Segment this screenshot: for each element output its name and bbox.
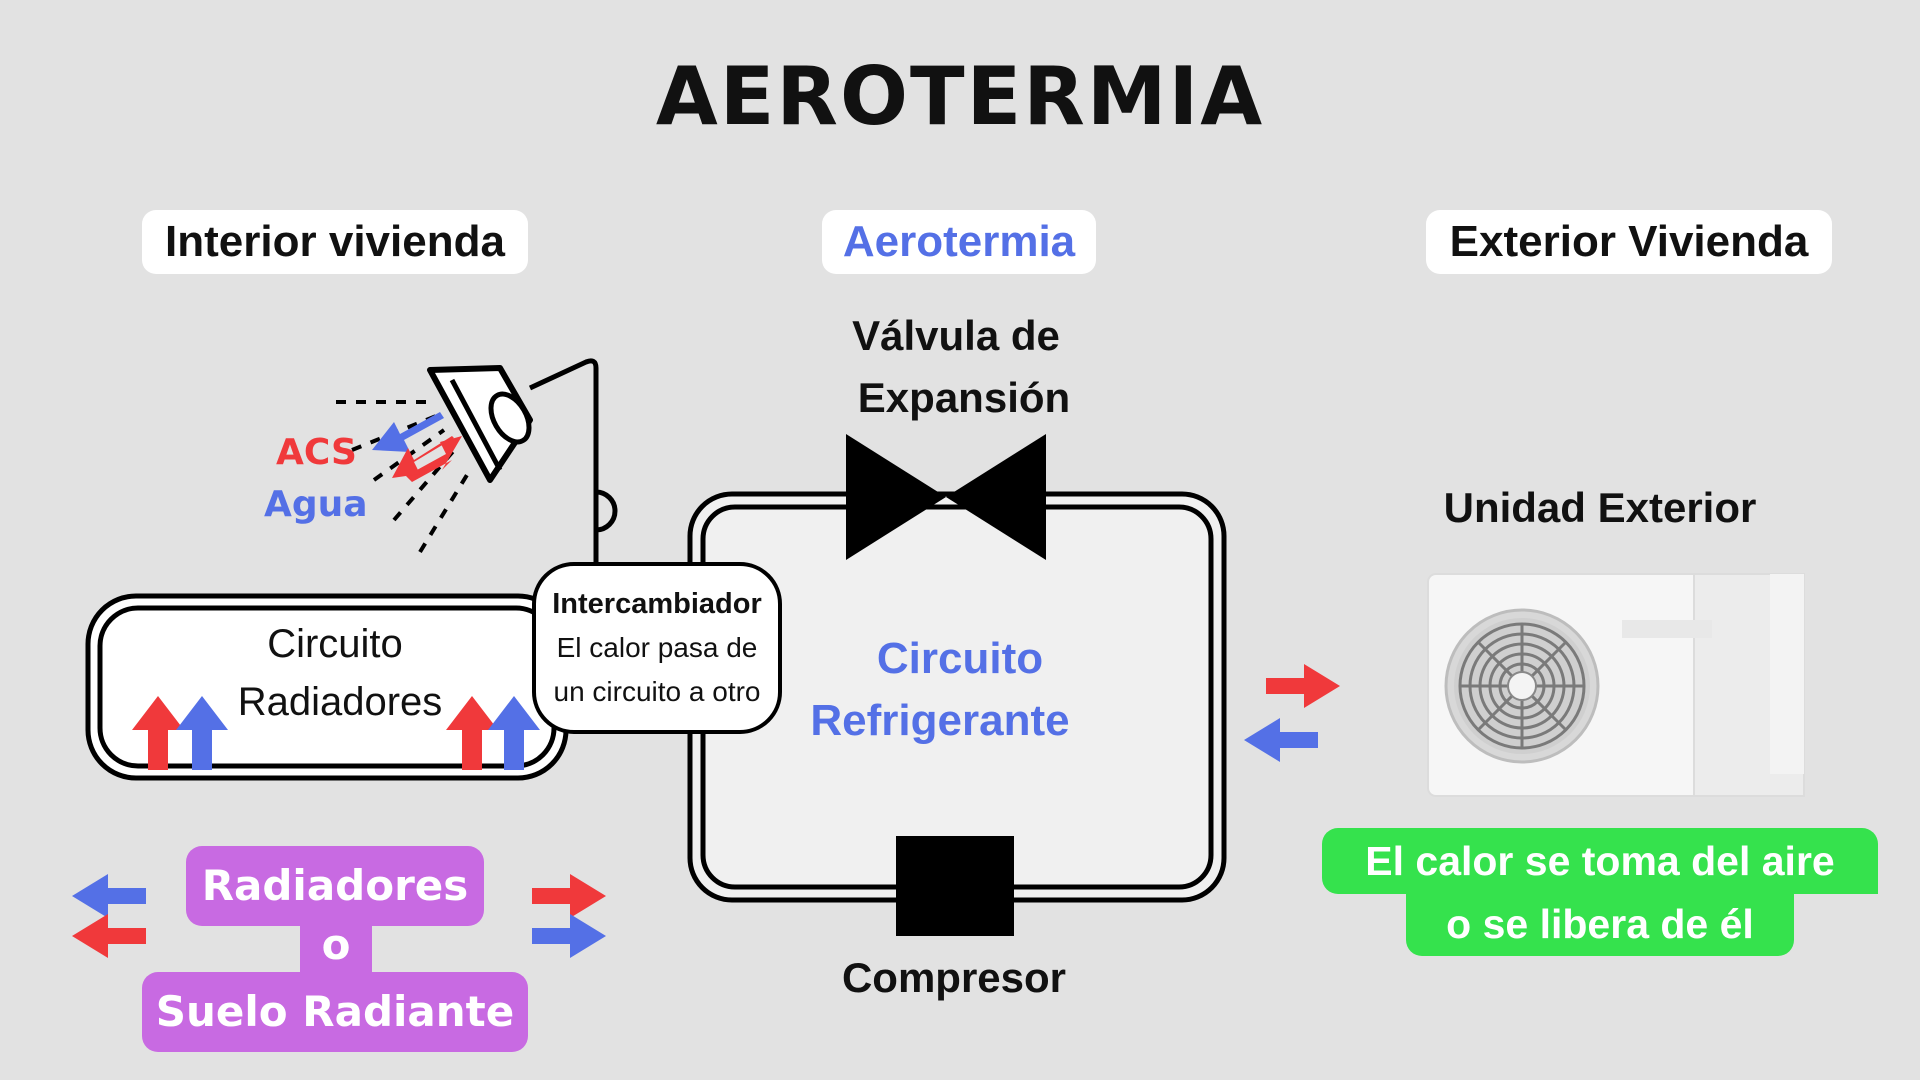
outdoor-unit-label: Unidad Exterior <box>1443 484 1757 531</box>
emitter-hot-arrow-right-icon <box>532 874 606 918</box>
valve-label-line2: Expansión <box>857 374 1071 421</box>
compressor-label: Compresor <box>841 954 1067 1001</box>
refrigerant-circuit-line1: Circuito <box>876 634 1044 683</box>
page-title: AEROTERMIA <box>655 50 1265 143</box>
air-note-line2: o se libera de él <box>1406 892 1794 956</box>
shower-pipe <box>528 358 599 562</box>
emitters-line2: o <box>300 910 372 980</box>
refrigerant-circuit-line2: Refrigerante <box>810 696 1070 745</box>
section-aerotermia-label: Aerotermia <box>822 210 1096 274</box>
radiator-circuit-line1: Circuito <box>267 622 403 666</box>
radiator-hot-arrow-left-icon <box>132 696 184 770</box>
shower-head-icon <box>427 365 533 483</box>
emitters-line3: Suelo Radiante <box>142 972 528 1052</box>
exchanger-title: Intercambiador <box>552 588 762 620</box>
shower-cold-arrow-icon <box>372 412 444 452</box>
section-exterior-label: Exterior Vivienda <box>1426 210 1832 274</box>
shower-water-dashes <box>336 400 472 554</box>
air-cold-arrow-icon <box>1244 718 1318 762</box>
exchanger-box <box>532 562 782 734</box>
compressor-icon <box>896 836 1014 936</box>
exchanger-line1: El calor pasa de <box>556 632 758 663</box>
radiator-cold-arrow-left-icon <box>176 696 228 770</box>
expansion-valve-icon <box>846 434 1046 560</box>
valve-label-line1: Válvula de <box>852 312 1060 359</box>
shower-hot-arrow-icon <box>392 436 462 482</box>
emitter-cold-arrow-left-icon <box>72 874 146 918</box>
air-note-line1: El calor se toma del aire <box>1322 828 1878 894</box>
air-hot-arrow-icon <box>1266 664 1340 708</box>
emitter-hot-arrow-left-icon <box>72 914 146 958</box>
section-interior-label: Interior vivienda <box>142 210 528 274</box>
agua-label: Agua <box>264 484 368 525</box>
radiator-hot-arrow-right-icon <box>446 696 498 770</box>
radiator-cold-arrow-right-icon <box>488 696 540 770</box>
acs-label: ACS <box>276 432 357 473</box>
pipe-bend <box>595 489 618 533</box>
exchanger-line2: un circuito a otro <box>553 676 761 707</box>
radiator-circuit-line2: Radiadores <box>237 680 443 724</box>
emitter-cold-arrow-right-icon <box>532 914 606 958</box>
outdoor-unit-icon <box>1427 573 1805 797</box>
